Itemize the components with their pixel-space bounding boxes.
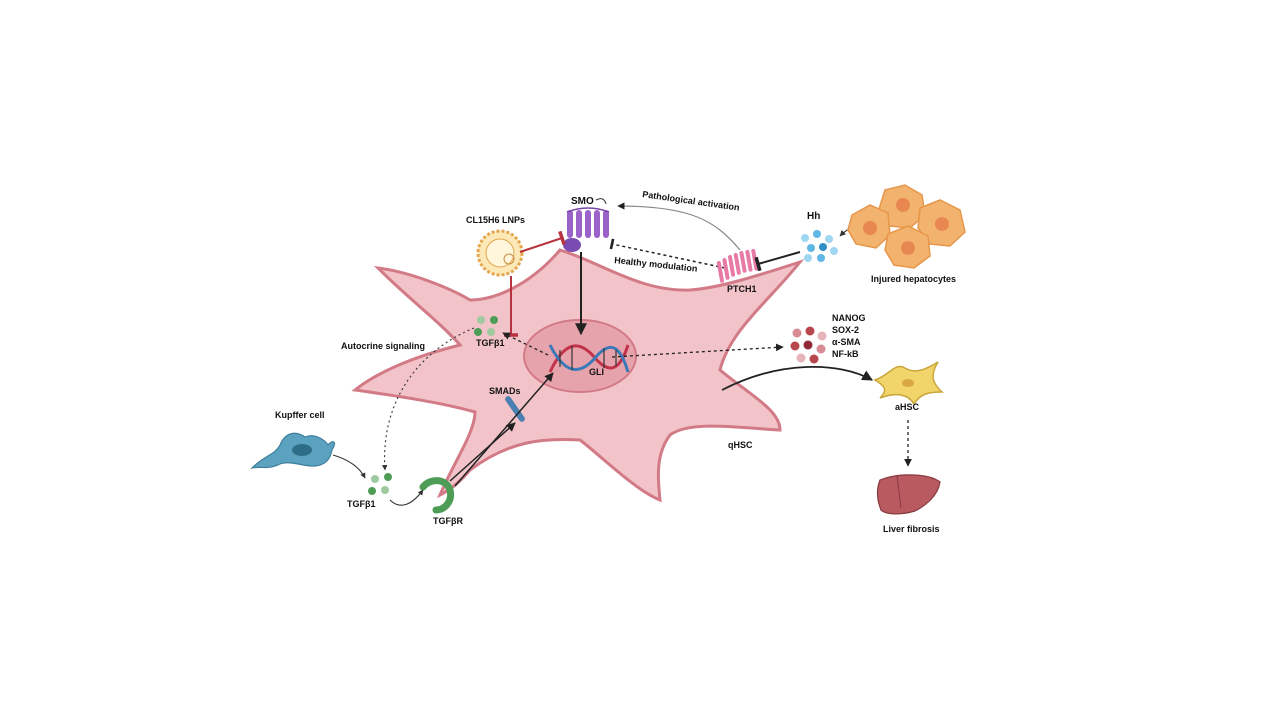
ahsc-label: aHSC: [895, 402, 920, 412]
tgfbr-to-gli-arrow: [454, 372, 554, 487]
autocrine-signaling-arrow: [381, 327, 475, 471]
tgfb1-to-tgfbr-arrow: [389, 489, 424, 506]
qhsc-to-ahsc-arrow: [721, 365, 873, 391]
smads-icon: [505, 396, 525, 422]
pathological-activation-label: Pathological activation: [642, 189, 740, 213]
tgfb1-kupffer-icon: [368, 473, 392, 495]
injured-hepatocytes-icon: [847, 184, 966, 269]
hh-label: Hh: [807, 211, 820, 222]
gli-to-tgfb1-arrow: [502, 332, 549, 356]
nanog-label: NANOG: [832, 313, 866, 323]
healthy-modulation-label: Healthy modulation: [614, 255, 698, 274]
nfkb-label: NF-kB: [832, 349, 859, 359]
kupffer-to-tgfb1-arrow: [332, 454, 366, 479]
liver-fibrosis-label: Liver fibrosis: [883, 524, 940, 534]
kupffer-cell-icon: [250, 432, 336, 469]
tgfbr-receptor-icon: [419, 477, 455, 514]
kupffer-cell-label: Kupffer cell: [275, 410, 325, 420]
autocrine-signaling-label: Autocrine signaling: [341, 341, 425, 351]
tgfbr-label: TGFβR: [433, 516, 463, 526]
tgfb1-kupffer-label: TGFβ1: [347, 499, 376, 509]
asma-label: α-SMA: [832, 337, 861, 347]
injured-hepatocytes-label: Injured hepatocytes: [871, 274, 956, 284]
cl15h6-lnp-icon: [476, 229, 524, 277]
smo-label: SMO: [571, 196, 594, 207]
hh-to-ptch1-arrow: [754, 251, 801, 272]
tgfb1-cell-icon: [474, 316, 498, 336]
qhsc-label: qHSC: [728, 440, 753, 450]
hh-ligand-cluster-icon: [801, 230, 838, 262]
sox2-label: SOX-2: [832, 325, 859, 335]
gli-label: GLI: [589, 367, 604, 377]
cl15h6-label: CL15H6 LNPs: [466, 215, 525, 225]
tgfbr-to-smads-arrow: [449, 422, 516, 482]
lnp-inhibits-smo-arrow: [519, 230, 566, 253]
gli-to-target-genes-arrow: [611, 343, 784, 358]
pathological-activation-arrow: [617, 202, 741, 251]
target-genes-cluster-icon: [790, 326, 827, 364]
liver-icon: [876, 474, 941, 515]
dna-helix-icon: [548, 344, 630, 373]
ptch1-label: PTCH1: [727, 284, 757, 294]
tgfb1-cell-label: TGFβ1: [476, 338, 505, 348]
healthy-modulation-arrow: [609, 238, 726, 269]
ahsc-icon: [873, 361, 944, 406]
smads-label: SMADs: [489, 386, 521, 396]
smo-receptor-icon: [563, 207, 610, 252]
